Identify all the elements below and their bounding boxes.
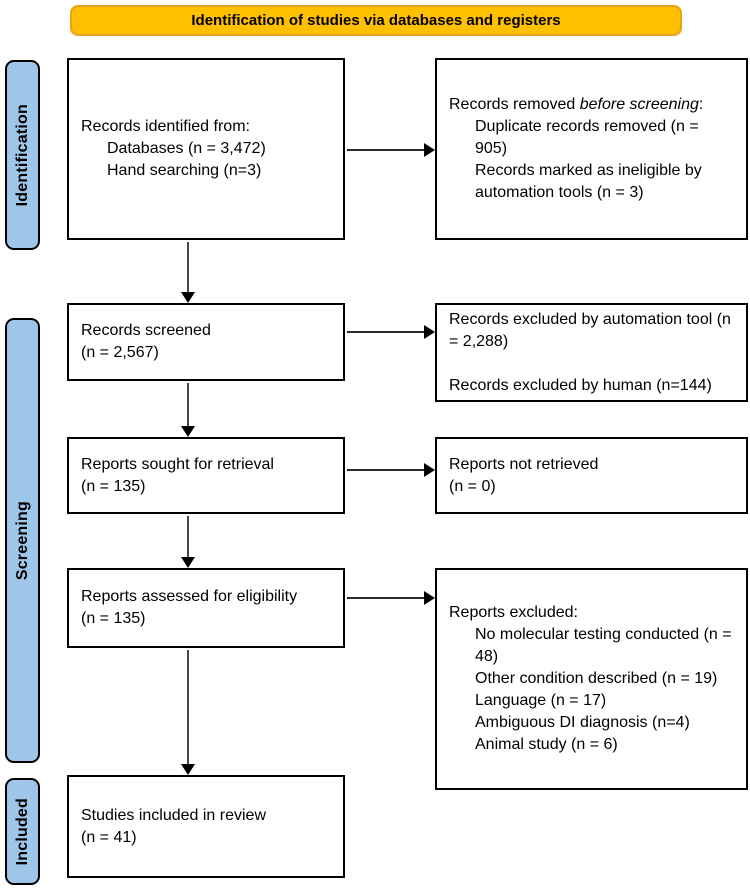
arrow-line <box>347 331 424 333</box>
arrow-line <box>187 650 189 764</box>
box-reports-assessed-line1: Reports assessed for eligibility <box>81 588 298 605</box>
box-records-screened-line1: Records screened <box>81 322 211 339</box>
box-reports-assessed: Reports assessed for eligibility (n = 13… <box>67 568 345 648</box>
box-records-removed-item: Duplicate records removed (n = 905) <box>475 118 699 157</box>
box-records-identified-title: Records identified from: <box>81 118 250 135</box>
box-records-removed-title-suffix: : <box>698 96 704 113</box>
box-reports-sought-line2: (n = 135) <box>81 477 146 495</box>
box-reports-assessed-line2: (n = 135) <box>81 610 146 627</box>
box-reports-excluded-title: Reports excluded: <box>449 604 578 621</box>
box-reports-not-retrieved: Reports not retrieved (n = 0) <box>435 437 748 514</box>
stage-label-included: Included <box>5 778 40 885</box>
arrow-head-right-icon <box>424 325 435 339</box>
box-reports-not-retrieved-line2: (n = 0) <box>449 477 496 495</box>
box-records-removed-title-italic: before screening <box>579 96 699 113</box>
box-reports-sought: Reports sought for retrieval (n = 135) <box>67 437 345 514</box>
arrow-line <box>347 597 424 599</box>
right-arrow-assessed-to-reports-excluded <box>347 591 435 605</box>
arrow-head-down-icon <box>181 426 195 437</box>
box-records-removed: Records removed before screening: Duplic… <box>435 58 748 240</box>
box-reports-excluded-item: No molecular testing conducted (n = 48) <box>475 626 732 665</box>
arrow-line <box>347 469 424 471</box>
arrow-head-down-icon <box>181 292 195 303</box>
box-reports-excluded-item: Other condition described (n = 19) <box>475 670 718 687</box>
box-studies-included-line2: (n = 41) <box>81 828 137 846</box>
arrow-line <box>187 383 189 426</box>
down-arrow-assessed-to-included <box>181 650 195 775</box>
stage-label-identification: Identification <box>5 60 40 250</box>
right-arrow-identified-to-removed <box>347 143 435 157</box>
arrow-head-right-icon <box>424 591 435 605</box>
box-records-screened-line2: (n = 2,567) <box>81 344 159 361</box>
arrow-head-right-icon <box>424 143 435 157</box>
box-reports-not-retrieved-line1: Reports not retrieved <box>449 455 599 473</box>
arrow-line <box>187 516 189 557</box>
box-records-identified-item: Hand searching (n=3) <box>107 162 262 179</box>
right-arrow-sought-to-not-retrieved <box>347 463 435 477</box>
arrow-head-down-icon <box>181 557 195 568</box>
box-reports-excluded-item: Language (n = 17) <box>475 692 607 709</box>
arrow-head-right-icon <box>424 463 435 477</box>
box-studies-included-line1: Studies included in review <box>81 806 266 824</box>
banner: Identification of studies via databases … <box>70 5 682 36</box>
box-reports-excluded-item: Animal study (n = 6) <box>475 736 618 753</box>
box-records-excluded: Records excluded by automation tool (n =… <box>435 303 748 402</box>
box-records-removed-item: Records marked as ineligible by automati… <box>475 162 702 201</box>
arrow-line <box>347 149 424 151</box>
stage-label-screening-text: Screening <box>13 500 31 581</box>
box-reports-excluded: Reports excluded: No molecular testing c… <box>435 568 748 790</box>
box-records-excluded-line1: Records excluded by automation tool (n =… <box>449 310 731 350</box>
right-arrow-screened-to-excluded <box>347 325 435 339</box>
stage-label-screening: Screening <box>5 318 40 763</box>
box-records-removed-title: Records removed before screening: <box>449 94 733 116</box>
box-reports-sought-line1: Reports sought for retrieval <box>81 455 274 473</box>
box-records-removed-title-prefix: Records removed <box>449 96 580 113</box>
down-arrow-identified-to-screened <box>181 242 195 303</box>
arrow-head-down-icon <box>181 764 195 775</box>
stage-label-identification-text: Identification <box>13 103 31 207</box>
box-records-excluded-line2: Records excluded by human (n=144) <box>449 376 712 394</box>
box-records-identified-item: Databases (n = 3,472) <box>107 140 266 157</box>
down-arrow-screened-to-sought <box>181 383 195 437</box>
arrow-line <box>187 242 189 292</box>
banner-title: Identification of studies via databases … <box>191 12 561 29</box>
box-studies-included: Studies included in review (n = 41) <box>67 775 345 878</box>
box-records-screened: Records screened (n = 2,567) <box>67 303 345 381</box>
box-records-identified: Records identified from: Databases (n = … <box>67 58 345 240</box>
down-arrow-sought-to-assessed <box>181 516 195 568</box>
stage-label-included-text: Included <box>13 797 31 866</box>
box-reports-excluded-item: Ambiguous DI diagnosis (n=4) <box>475 714 690 731</box>
